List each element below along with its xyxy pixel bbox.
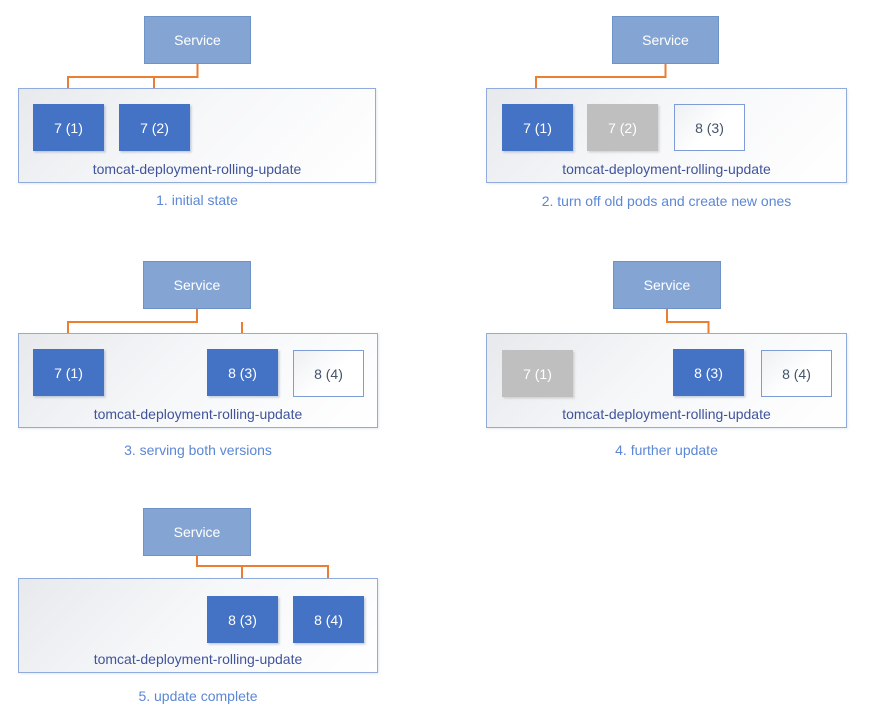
service-box-5: Service <box>143 508 251 556</box>
deployment-box-4: 7 (1) 8 (3) 8 (4) tomcat-deployment-roll… <box>486 333 847 428</box>
pod-label: 8 (3) <box>228 364 257 381</box>
pod-label: 7 (1) <box>54 364 83 381</box>
pod-7-1: 7 (1) <box>502 350 573 397</box>
service-label: Service <box>173 524 221 540</box>
step-caption-2: 2. turn off old pods and create new ones <box>541 193 792 209</box>
service-box-4: Service <box>613 261 721 309</box>
service-box-3: Service <box>143 261 251 309</box>
pod-label: 8 (4) <box>314 611 343 628</box>
pod-8-3: 8 (3) <box>207 596 278 643</box>
pod-7-1: 7 (1) <box>33 104 104 151</box>
pod-label: 8 (3) <box>695 119 724 136</box>
pod-8-4: 8 (4) <box>293 596 364 643</box>
deployment-label: tomcat-deployment-rolling-update <box>93 651 303 667</box>
pod-7-2: 7 (2) <box>587 104 658 151</box>
pod-8-3: 8 (3) <box>207 349 278 396</box>
step-caption-1: 1. initial state <box>156 192 238 208</box>
pod-8-3: 8 (3) <box>674 104 745 151</box>
step-caption-3: 3. serving both versions <box>124 442 272 458</box>
deployment-label: tomcat-deployment-rolling-update <box>562 161 771 177</box>
service-label: Service <box>642 32 689 48</box>
deployment-box-2: 7 (1) 7 (2) 8 (3) tomcat-deployment-roll… <box>486 88 847 183</box>
pod-8-4: 8 (4) <box>761 350 832 397</box>
pod-7-1: 7 (1) <box>33 349 104 396</box>
deployment-box-1: 7 (1) 7 (2) tomcat-deployment-rolling-up… <box>18 88 376 183</box>
deployment-box-3: 7 (1) 8 (3) 8 (4) tomcat-deployment-roll… <box>18 333 378 428</box>
pod-label: 8 (4) <box>782 365 811 382</box>
pod-label: 7 (1) <box>523 365 552 382</box>
step-caption-5: 5. update complete <box>138 688 258 704</box>
pod-8-4: 8 (4) <box>293 350 364 397</box>
pod-label: 8 (4) <box>314 365 343 382</box>
pod-label: 8 (3) <box>228 611 257 628</box>
service-box-1: Service <box>144 16 251 64</box>
deployment-label: tomcat-deployment-rolling-update <box>92 161 302 177</box>
service-label: Service <box>173 277 221 293</box>
deployment-label: tomcat-deployment-rolling-update <box>93 406 303 422</box>
pod-label: 7 (1) <box>54 119 83 136</box>
pod-label: 7 (1) <box>523 119 552 136</box>
service-label: Service <box>643 277 691 293</box>
pod-label: 8 (3) <box>694 364 723 381</box>
service-box-2: Service <box>612 16 719 64</box>
pod-label: 7 (2) <box>140 119 169 136</box>
deployment-box-5: 8 (3) 8 (4) tomcat-deployment-rolling-up… <box>18 578 378 673</box>
pod-7-2: 7 (2) <box>119 104 190 151</box>
service-label: Service <box>174 32 221 48</box>
step-caption-4: 4. further update <box>615 442 718 458</box>
pod-7-1: 7 (1) <box>502 104 573 151</box>
pod-8-3: 8 (3) <box>673 349 744 396</box>
pod-label: 7 (2) <box>608 119 637 136</box>
deployment-label: tomcat-deployment-rolling-update <box>562 406 771 422</box>
